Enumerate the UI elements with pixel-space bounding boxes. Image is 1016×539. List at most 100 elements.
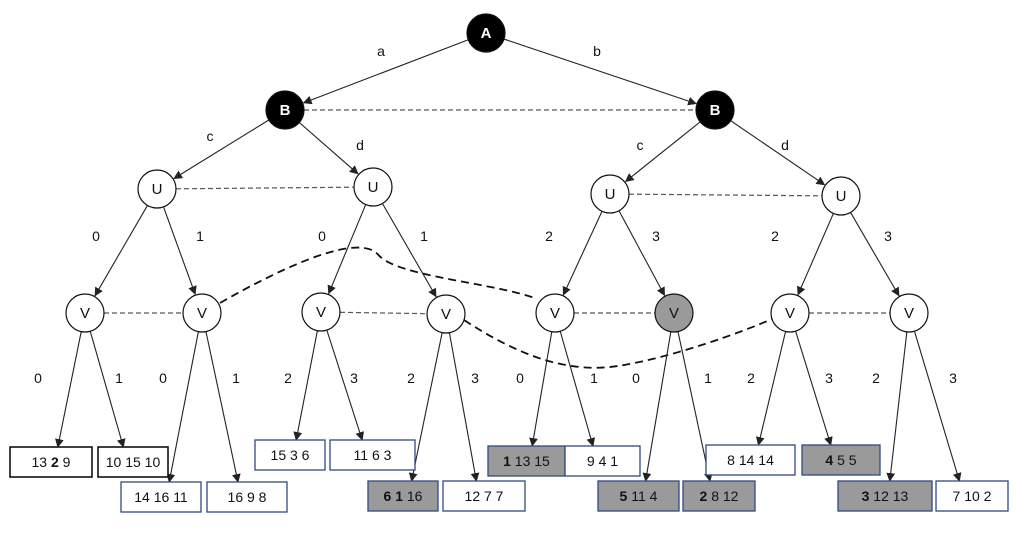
edge-label-u1-v1: 0	[92, 228, 100, 244]
edge-label-v2-l4: 1	[232, 370, 240, 386]
node-circle-v7	[770, 293, 810, 333]
edge-label-v7-l14: 3	[825, 370, 833, 386]
node-label-u1: U	[152, 181, 163, 198]
node-circle-u3	[590, 174, 630, 214]
node-label-u4: U	[836, 188, 847, 205]
node-circle-v1	[65, 293, 105, 333]
edge-label-u3-v5: 2	[545, 228, 553, 244]
payoff-text-l16: 7 10 2	[953, 488, 992, 504]
node-label-u3: U	[605, 186, 616, 203]
info-set-link-v3-v4	[339, 311, 428, 315]
node-label-v6: V	[669, 305, 679, 322]
info-set-link-u3-u4	[628, 193, 823, 197]
edge-label-v2-l3: 0	[159, 370, 167, 386]
curved-info-set-link-v2-v5	[219, 246, 538, 304]
payoff-box-l12	[682, 480, 756, 512]
payoff-l2: 10 15 10	[97, 446, 169, 478]
edge-v6-l11	[642, 331, 672, 482]
payoff-l15: 3 12 13	[837, 480, 933, 512]
edge-label-v6-l11: 0	[632, 370, 640, 386]
edge-b1-u2	[298, 122, 359, 175]
edge-label-u4-v8: 3	[884, 228, 892, 244]
edge-b2-u4	[730, 120, 826, 186]
node-u1: U	[137, 169, 177, 209]
node-circle-u2	[353, 167, 393, 207]
edge-v2-l4	[205, 331, 241, 483]
payoff-text-l14: 4 5 5	[825, 452, 856, 468]
payoff-l14: 4 5 5	[801, 444, 881, 476]
node-circle-v8	[889, 293, 929, 333]
payoff-text-l13: 8 14 14	[727, 452, 774, 468]
payoff-text-l6: 11 6 3	[354, 447, 392, 463]
payoff-text-l7: 6 1 16	[384, 488, 423, 504]
edge-u4-v7	[797, 213, 834, 296]
node-v2: V	[182, 293, 222, 333]
edge-u1-v2	[162, 206, 197, 296]
node-label-v3: V	[316, 304, 326, 321]
edge-v4-l8	[448, 332, 480, 482]
payoff-l3: 14 16 11	[120, 481, 202, 513]
payoff-box-l4	[206, 481, 288, 513]
payoff-l9: 1 13 15	[487, 445, 566, 477]
node-label-v7: V	[785, 305, 795, 322]
payoff-l11: 5 11 4	[597, 480, 680, 512]
edge-label-v1-l1: 0	[34, 370, 42, 386]
payoff-l1: 13 2 9	[9, 446, 93, 478]
payoff-text-l15: 3 12 13	[862, 488, 909, 504]
payoff-box-l8	[442, 480, 526, 512]
edge-label-u2-v3: 0	[318, 228, 326, 244]
edge-label-a-b2: b	[593, 43, 601, 59]
payoff-box-l7	[367, 480, 439, 512]
edge-u2-v3	[327, 204, 367, 295]
payoff-text-l5: 15 3 6	[271, 447, 310, 463]
node-circle-b1	[265, 90, 305, 130]
edge-v7-l14	[795, 330, 833, 446]
payoff-box-l11	[597, 480, 680, 512]
edge-v1-l1	[55, 331, 82, 448]
edge-v3-l6	[326, 329, 364, 441]
node-v6: V	[654, 293, 694, 333]
node-u3: U	[590, 174, 630, 214]
node-label-v4: V	[441, 306, 451, 323]
payoff-l12: 2 8 12	[682, 480, 756, 512]
edge-v4-l7	[408, 332, 443, 482]
node-label-a: A	[481, 25, 492, 42]
payoff-l13: 8 14 14	[705, 444, 796, 476]
node-v4: V	[426, 294, 466, 334]
edge-label-v4-l8: 3	[471, 370, 479, 386]
node-label-v5: V	[550, 305, 560, 322]
payoff-box-l13	[705, 444, 796, 476]
node-v3: V	[301, 292, 341, 332]
node-v1: V	[65, 293, 105, 333]
node-b2: B	[695, 90, 735, 130]
edge-v8-l15	[886, 331, 908, 482]
edge-label-b2-u4: d	[781, 137, 789, 153]
payoff-box-l15	[837, 480, 933, 512]
edge-u1-v1	[94, 205, 148, 297]
node-a: A	[466, 13, 506, 53]
edge-label-v8-l16: 3	[949, 370, 957, 386]
payoff-text-l8: 12 7 7	[465, 488, 504, 504]
edge-label-u4-v7: 2	[771, 228, 779, 244]
edge-u3-v5	[562, 211, 603, 296]
edge-v1-l2	[89, 331, 126, 448]
payoff-l7: 6 1 16	[367, 480, 439, 512]
edge-label-u2-v4: 1	[420, 228, 428, 244]
node-b1: B	[265, 90, 305, 130]
edge-label-v7-l13: 2	[747, 370, 755, 386]
edge-v5-l10	[559, 331, 596, 447]
payoff-l6: 11 6 3	[329, 439, 416, 471]
payoff-box-l2	[97, 446, 169, 478]
node-circle-v5	[535, 293, 575, 333]
node-v8: V	[889, 293, 929, 333]
edge-u2-v4	[381, 203, 437, 298]
payoff-box-l10	[564, 445, 641, 477]
node-circle-b2	[695, 90, 735, 130]
node-circle-u1	[137, 169, 177, 209]
edge-label-v1-l2: 1	[115, 370, 123, 386]
node-u2: U	[353, 167, 393, 207]
edge-label-v5-l9: 0	[516, 370, 524, 386]
